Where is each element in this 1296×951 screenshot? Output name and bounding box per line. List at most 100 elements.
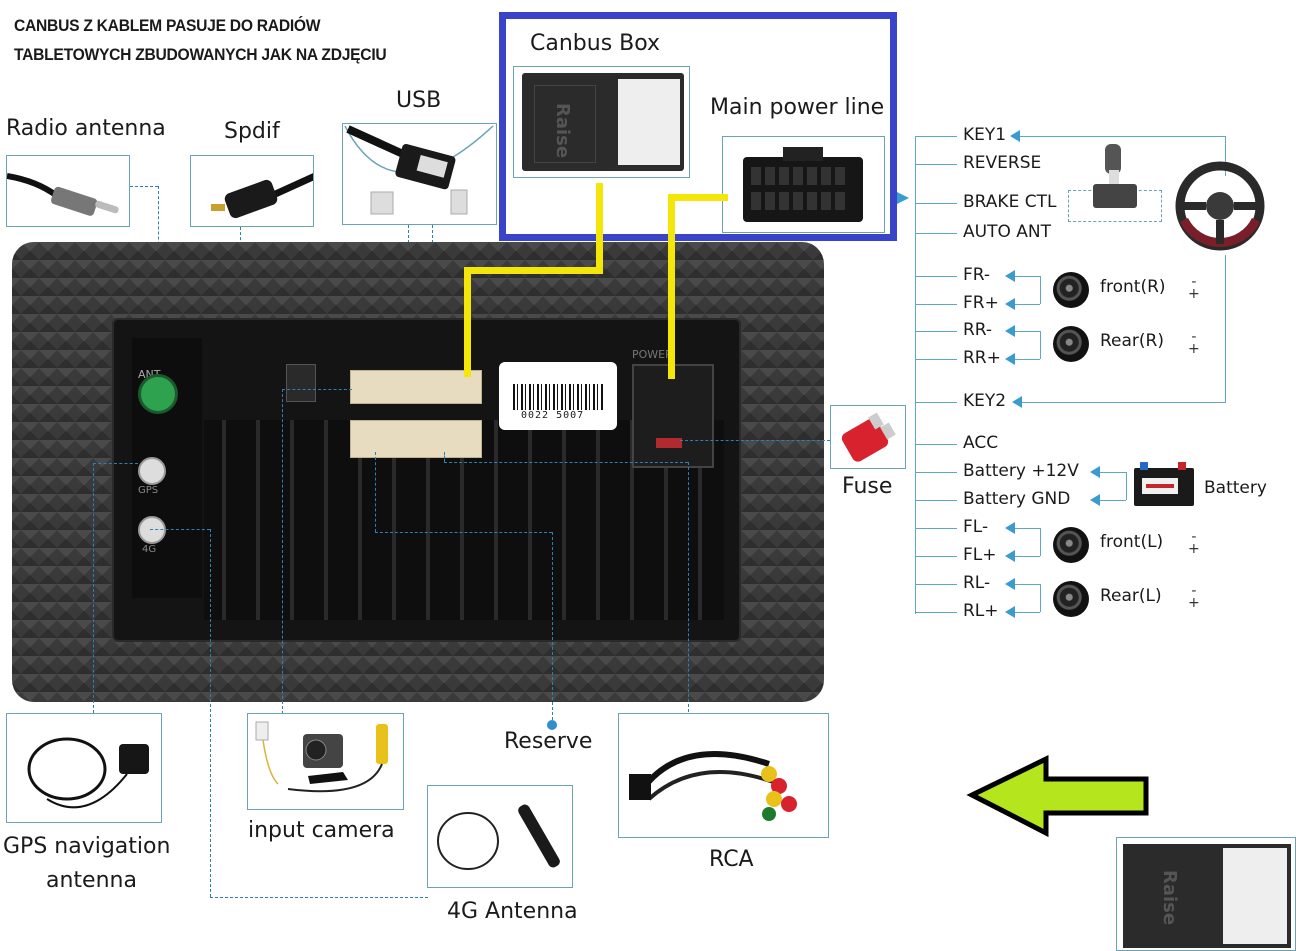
gps-label-line2: antenna <box>46 868 137 893</box>
fourg-port-label: 4G <box>142 544 157 555</box>
usb-aux-connector <box>350 370 482 404</box>
fourg-antenna-icon <box>437 804 560 870</box>
speaker-rear-l-label: Rear(L) <box>1100 586 1162 606</box>
reserve-label: Reserve <box>504 729 593 754</box>
pin-label: BRAKE CTL <box>963 192 1057 212</box>
main-power-line-label: Main power line <box>710 95 885 120</box>
power-port-label: POWER <box>632 348 673 361</box>
power-connector-icon <box>743 147 863 222</box>
pin-branch <box>915 444 957 445</box>
fuse-label: Fuse <box>842 474 893 499</box>
speaker-front-r-icon <box>1053 272 1089 308</box>
pin-branch <box>915 203 957 204</box>
pin-label: RR- <box>963 320 993 340</box>
fourg-port <box>138 516 166 544</box>
av-connector <box>350 420 482 458</box>
spdif-port <box>286 364 316 402</box>
canbus-brand: Raise <box>552 103 573 159</box>
antenna-plug-icon <box>7 173 119 216</box>
fourg-antenna-label: 4G Antenna <box>447 899 578 924</box>
main-power-connector-image <box>722 136 885 233</box>
ant-port <box>138 374 178 414</box>
pin-label: FR+ <box>963 293 999 313</box>
pin-label: FL+ <box>963 545 997 565</box>
gps-antenna-icon <box>27 737 149 809</box>
barcode-number: 0022 5007 <box>521 410 585 421</box>
spdif-label: Spdif <box>224 119 280 144</box>
pin-branch <box>915 164 957 165</box>
radio-antenna-label: Radio antenna <box>6 116 166 141</box>
rca-image <box>618 713 829 838</box>
rear-r-polarity: -+ <box>1188 329 1200 357</box>
steering-wheel-icon <box>1175 161 1265 251</box>
pin-label: ACC <box>963 433 999 453</box>
pin-branch <box>915 472 957 473</box>
heading-line-2: TABLETOWYCH ZBUDOWANYCH JAK NA ZDJĘCIU <box>14 45 387 64</box>
pin-label: KEY2 <box>963 391 1007 411</box>
pin-arrow-icon <box>1005 298 1015 310</box>
speaker-rear-r-icon <box>1053 326 1089 362</box>
pin-arrow-icon <box>1005 578 1015 590</box>
pin-branch <box>915 500 957 501</box>
front-r-polarity: -+ <box>1188 274 1200 302</box>
camera-icon <box>255 721 388 793</box>
front-l-polarity: -+ <box>1188 529 1200 557</box>
pin-branch <box>915 136 957 137</box>
gear-shifter-icon <box>1093 144 1137 208</box>
rear-l-polarity: -+ <box>1188 583 1200 611</box>
heading-line-1: CANBUS Z KABLEM PASUJE DO RADIÓW <box>14 16 321 35</box>
canbus-thumbnail: Raise <box>1116 837 1296 951</box>
rca-leader <box>688 462 689 712</box>
gps-leader <box>93 463 94 713</box>
pin-arrow-icon <box>1005 550 1015 562</box>
gps-antenna-image <box>6 713 162 823</box>
canbus-wire <box>596 183 603 273</box>
fourg-leader <box>210 529 211 897</box>
pin-label: FL- <box>963 517 989 537</box>
pin-branch <box>915 556 957 557</box>
battery-icon <box>1134 462 1194 506</box>
speaker-front-l-icon <box>1053 527 1089 563</box>
speaker-rear-l-icon <box>1053 581 1089 617</box>
speaker-rear-r-label: Rear(R) <box>1100 331 1164 351</box>
pin-arrow-icon <box>1090 494 1100 506</box>
pin-label: AUTO ANT <box>963 222 1051 242</box>
pin-label: RR+ <box>963 348 1001 368</box>
pin-arrow-icon <box>1005 270 1015 282</box>
fourg-antenna-image <box>427 785 573 888</box>
pin-tree-trunk <box>915 136 916 614</box>
spdif-image <box>190 155 314 227</box>
gps-port-label: GPS <box>138 485 159 496</box>
fuse-icon <box>841 412 896 462</box>
barcode-label: 0022 5007 <box>499 362 617 430</box>
pin-label: RL- <box>963 573 991 593</box>
green-arrow-icon <box>966 755 1149 837</box>
pin-branch <box>915 528 957 529</box>
pin-arrow-icon <box>1090 466 1100 478</box>
canbus-box-image: Raise <box>513 66 690 178</box>
pin-label: REVERSE <box>963 153 1042 173</box>
pin-label: KEY1 <box>963 125 1007 145</box>
gps-label-line1: GPS navigation <box>3 834 171 859</box>
usb-cable-icon <box>344 125 494 215</box>
pin-arrow-icon <box>1005 353 1015 365</box>
pin-branch <box>915 276 957 277</box>
fuse-image <box>830 405 906 469</box>
optical-plug-icon <box>211 173 313 219</box>
pin-arrow-icon <box>1005 522 1015 534</box>
canbus-box-label: Canbus Box <box>530 31 661 56</box>
pin-branch <box>915 584 957 585</box>
pin-label: Battery GND <box>963 489 1071 509</box>
rca-label: RCA <box>709 847 754 872</box>
pin-label: Battery +12V <box>963 461 1079 481</box>
reserve-leader <box>552 532 553 725</box>
power-wire <box>668 194 728 201</box>
usb-label: USB <box>396 88 442 113</box>
camera-image <box>247 713 404 810</box>
radio-antenna-image <box>6 155 130 227</box>
camera-leader <box>282 389 283 714</box>
harness-arrow-icon <box>897 192 909 204</box>
pin-branch <box>915 359 957 360</box>
battery-label: Battery <box>1204 478 1267 498</box>
pin-branch <box>915 233 957 234</box>
